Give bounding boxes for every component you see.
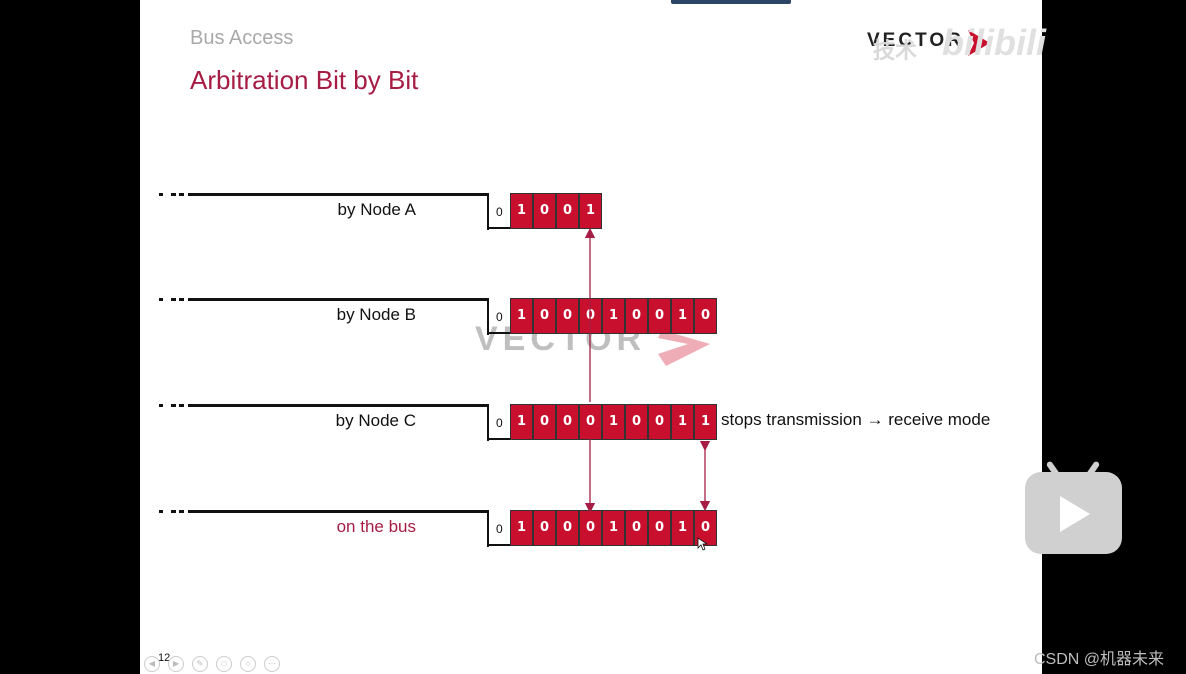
bit-cell: 0 bbox=[533, 193, 556, 229]
frame-line bbox=[188, 404, 488, 407]
bit-cell: 0 bbox=[556, 404, 579, 440]
bit-cell: 0 bbox=[648, 404, 671, 440]
bit-cell: 1 bbox=[510, 298, 533, 334]
toolbar-copy-icon[interactable]: □ bbox=[216, 656, 232, 672]
bit-cell: 1 bbox=[671, 510, 694, 546]
frame-line bbox=[188, 193, 488, 196]
mouse-cursor-icon bbox=[697, 537, 709, 551]
bit-cell: 0 bbox=[533, 404, 556, 440]
frame-low-line bbox=[487, 544, 511, 546]
line-dash bbox=[179, 193, 184, 196]
line-dash bbox=[171, 298, 176, 301]
bilibili-logo: bilibili bbox=[942, 22, 1046, 63]
slide: Bus Access Arbitration Bit by Bit VECTOR… bbox=[140, 0, 1042, 674]
node-label: by Node A bbox=[337, 200, 416, 219]
line-dash bbox=[159, 404, 163, 407]
frame-line bbox=[188, 298, 488, 301]
window-tab-handle[interactable] bbox=[671, 0, 791, 4]
bit-cell: 1 bbox=[671, 404, 694, 440]
frame-step bbox=[487, 193, 489, 230]
bit-cell: 1 bbox=[602, 510, 625, 546]
frame-line bbox=[188, 510, 488, 513]
bit-cell: 0 bbox=[556, 298, 579, 334]
node-c-note: stops transmission → receive mode bbox=[721, 410, 991, 429]
line-dash bbox=[159, 193, 163, 196]
bit-cell: 1 bbox=[694, 404, 717, 440]
line-dash bbox=[179, 510, 184, 513]
line-dash bbox=[179, 298, 184, 301]
line-dash bbox=[159, 510, 163, 513]
line-dash bbox=[179, 404, 184, 407]
node-label: by Node C bbox=[335, 411, 416, 430]
bit-cell: 0 bbox=[648, 510, 671, 546]
bit-cell: 1 bbox=[602, 298, 625, 334]
bit-cell: 0 bbox=[533, 298, 556, 334]
bit-cell: 0 bbox=[556, 510, 579, 546]
bit-cell: 1 bbox=[671, 298, 694, 334]
bit-cell: 1 bbox=[510, 404, 533, 440]
toolbar-prev-icon[interactable]: ◀ bbox=[144, 656, 160, 672]
start-of-frame-bit: 0 bbox=[496, 522, 503, 536]
node-label: by Node B bbox=[336, 305, 416, 324]
bit-cell: 0 bbox=[533, 510, 556, 546]
line-dash bbox=[159, 298, 163, 301]
bit-cell: 0 bbox=[625, 510, 648, 546]
bit-cell: 1 bbox=[510, 193, 533, 229]
bit-cell: 0 bbox=[556, 193, 579, 229]
watermark-chevron-icon bbox=[658, 330, 710, 366]
toolbar-zoom-icon[interactable]: ○ bbox=[240, 656, 256, 672]
line-dash bbox=[171, 404, 176, 407]
arrow-layer bbox=[584, 227, 711, 551]
bus-label: on the bus bbox=[336, 517, 416, 536]
bilibili-watermark-text: 技术 bbox=[873, 38, 918, 63]
bit-cell: 0 bbox=[625, 298, 648, 334]
slide-title: Arbitration Bit by Bit bbox=[190, 65, 419, 95]
page-number: 12 bbox=[158, 652, 171, 664]
line-dash bbox=[171, 510, 176, 513]
play-icon[interactable] bbox=[1060, 496, 1090, 532]
bit-cell: 0 bbox=[648, 298, 671, 334]
toolbar-next-icon[interactable]: ▶ bbox=[168, 656, 184, 672]
bit-cell: 1 bbox=[602, 404, 625, 440]
frame-low-line bbox=[487, 332, 511, 334]
frame-step bbox=[487, 404, 489, 441]
frame-step bbox=[487, 298, 489, 335]
vector-logo: VECTOR bbox=[867, 30, 964, 51]
toolbar-pen-icon[interactable]: ✎ bbox=[192, 656, 208, 672]
frame-step bbox=[487, 510, 489, 547]
frame-low-line bbox=[487, 227, 511, 229]
start-of-frame-bit: 0 bbox=[496, 416, 503, 430]
bit-cell: 0 bbox=[625, 404, 648, 440]
frame-low-line bbox=[487, 438, 511, 440]
start-of-frame-bit: 0 bbox=[496, 205, 503, 219]
bit-cell: 1 bbox=[510, 510, 533, 546]
start-of-frame-bit: 0 bbox=[496, 310, 503, 324]
section-title: Bus Access bbox=[190, 27, 294, 49]
csdn-credit: CSDN @机器未来 bbox=[1034, 651, 1165, 668]
line-dash bbox=[171, 193, 176, 196]
vector-chevron-icon bbox=[968, 30, 990, 56]
toolbar-more-icon[interactable]: ⋯ bbox=[264, 656, 280, 672]
bit-cell: 0 bbox=[694, 298, 717, 334]
